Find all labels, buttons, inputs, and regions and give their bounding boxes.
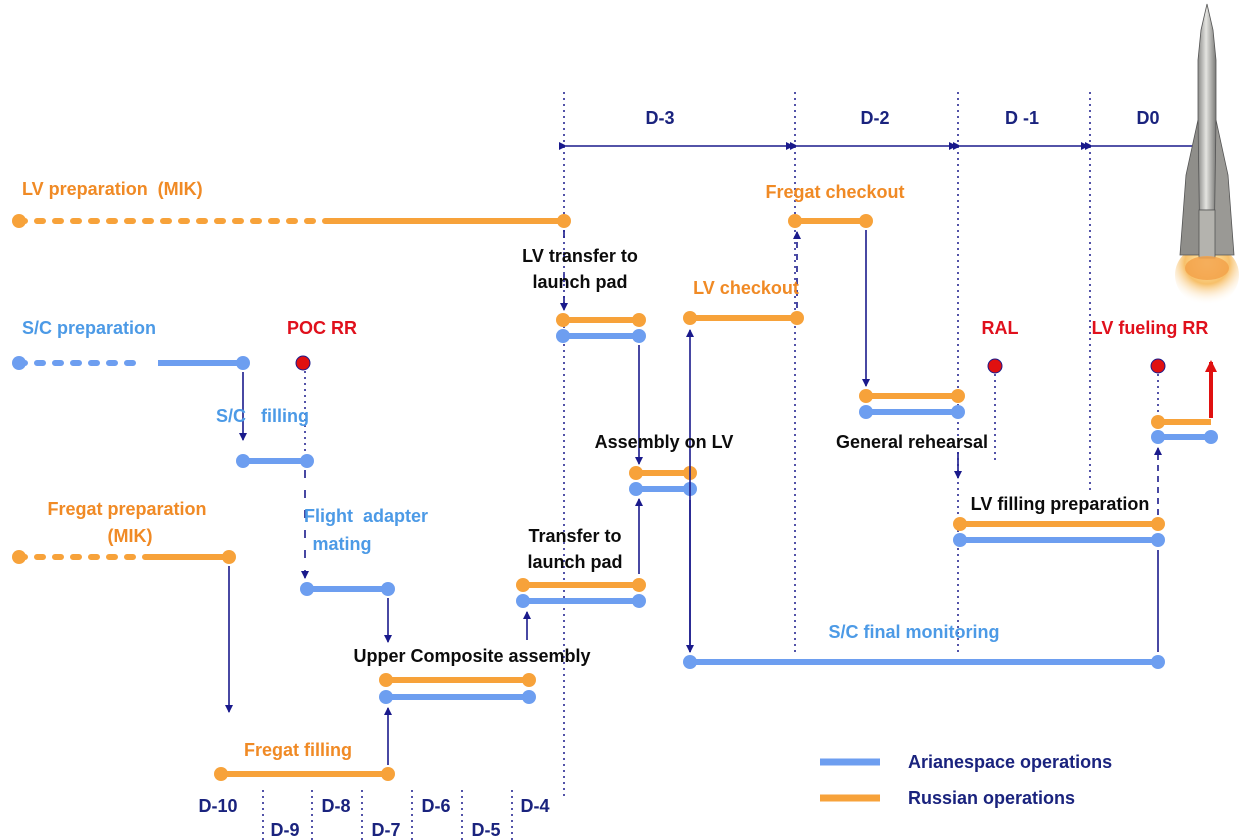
endpoint-dot xyxy=(381,582,395,596)
lv-preparation-label: LV preparation (MIK) xyxy=(22,179,203,199)
lv-fueling-rr-label: LV fueling RR xyxy=(1092,318,1209,338)
legend-arianespace-label: Arianespace operations xyxy=(908,752,1112,772)
endpoint-dot xyxy=(1151,655,1165,669)
endpoint-dot xyxy=(1151,517,1165,531)
fregat-checkout-label: Fregat checkout xyxy=(765,182,904,202)
endpoint-dot xyxy=(522,673,536,687)
endpoint-dot xyxy=(632,313,646,327)
endpoint-dot xyxy=(516,594,530,608)
endpoint-dot xyxy=(788,214,802,228)
transfer-label-line2: launch pad xyxy=(527,552,622,572)
legend-russian-label: Russian operations xyxy=(908,788,1075,808)
endpoint-dot xyxy=(556,313,570,327)
endpoint-dot xyxy=(683,311,697,325)
endpoint-dot xyxy=(632,578,646,592)
endpoint-dot xyxy=(859,214,873,228)
lv-checkout-label: LV checkout xyxy=(693,278,799,298)
endpoint-dot xyxy=(629,466,643,480)
endpoint-dot xyxy=(1151,430,1165,444)
flight-adapter-label-line2: mating xyxy=(312,534,371,554)
rocket-core-lower xyxy=(1198,209,1216,259)
day-label-d3: D-3 xyxy=(645,108,674,128)
rocket-body xyxy=(1197,3,1217,211)
endpoint-dot xyxy=(222,550,236,564)
general-rehearsal-label: General rehearsal xyxy=(836,432,988,452)
day-label-d9: D-9 xyxy=(270,820,299,840)
rocket-booster-right xyxy=(1213,119,1235,256)
transfer-label-line1: Transfer to xyxy=(528,526,621,546)
flow-arrows xyxy=(225,230,1162,765)
fregat-preparation-label-line2: (MIK) xyxy=(108,526,153,546)
endpoint-dot xyxy=(790,311,804,325)
endpoint-dot xyxy=(859,405,873,419)
endpoint-dot xyxy=(236,356,250,370)
endpoint-dot xyxy=(1151,415,1165,429)
endpoint-dot xyxy=(214,767,228,781)
rocket-booster-left xyxy=(1179,119,1201,256)
endpoint-dot xyxy=(522,690,536,704)
day-label-d6: D-6 xyxy=(421,796,450,816)
lv-transfer-label-line1: LV transfer to xyxy=(522,246,638,266)
endpoint-dot xyxy=(379,690,393,704)
endpoint-dot xyxy=(556,329,570,343)
endpoint-dot xyxy=(632,594,646,608)
assembly-on-lv-label: Assembly on LV xyxy=(595,432,734,452)
day-separators xyxy=(262,92,1159,840)
endpoint-dot xyxy=(953,533,967,547)
endpoint-dot xyxy=(1204,430,1218,444)
fregat-filling-label: Fregat filling xyxy=(244,740,352,760)
endpoint-dot xyxy=(1151,533,1165,547)
endpoint-dot xyxy=(236,454,250,468)
rocket-illustration xyxy=(1175,3,1239,305)
endpoint-dot xyxy=(12,550,26,564)
sc-filling-label: S/C filling xyxy=(216,406,309,426)
lv-filling-prep-label: LV filling preparation xyxy=(971,494,1150,514)
endpoint-dot xyxy=(951,405,965,419)
endpoint-dot xyxy=(381,767,395,781)
endpoint-dot xyxy=(859,389,873,403)
sc-final-monitoring-label: S/C final monitoring xyxy=(829,622,1000,642)
day-label-d7: D-7 xyxy=(371,820,400,840)
poc-rr-milestone-dot xyxy=(295,355,311,371)
endpoint-dot xyxy=(516,578,530,592)
endpoint-dot xyxy=(12,214,26,228)
flight-adapter-label-line1: Flight adapter xyxy=(304,506,428,526)
endpoint-dot xyxy=(951,389,965,403)
endpoint-dot xyxy=(953,517,967,531)
day-label-d2: D-2 xyxy=(860,108,889,128)
day-label-d4: D-4 xyxy=(520,796,549,816)
endpoint-dot xyxy=(300,454,314,468)
endpoint-dot xyxy=(557,214,571,228)
day-labels: D-3 D-2 D -1 D0 D-10 D-9 D-8 D-7 D-6 D-5… xyxy=(198,108,1159,840)
ral-label: RAL xyxy=(982,318,1019,338)
legend: Arianespace operations Russian operation… xyxy=(820,752,1112,808)
fregat-preparation-label-line1: Fregat preparation xyxy=(47,499,206,519)
endpoint-dot xyxy=(683,655,697,669)
day-label-d10: D-10 xyxy=(198,796,237,816)
lv-fueling-rr-milestone-dot xyxy=(1150,358,1166,374)
ral-milestone-dot xyxy=(987,358,1003,374)
day-label-d1: D -1 xyxy=(1005,108,1039,128)
day-label-d0: D0 xyxy=(1136,108,1159,128)
day-label-d5: D-5 xyxy=(471,820,500,840)
endpoint-dot xyxy=(379,673,393,687)
review-milestones xyxy=(295,355,1166,374)
bar-endpoints xyxy=(12,214,1218,781)
endpoint-dot xyxy=(629,482,643,496)
endpoint-dot xyxy=(300,582,314,596)
operation-bars xyxy=(16,218,1211,777)
lv-transfer-label-line2: launch pad xyxy=(532,272,627,292)
sc-preparation-label: S/C preparation xyxy=(22,318,156,338)
day-label-d8: D-8 xyxy=(321,796,350,816)
endpoint-dot xyxy=(12,356,26,370)
poc-rr-label: POC RR xyxy=(287,318,357,338)
upper-composite-label: Upper Composite assembly xyxy=(353,646,590,666)
rocket-flame xyxy=(1185,256,1229,280)
endpoint-dot xyxy=(632,329,646,343)
operation-labels: LV preparation (MIK) S/C preparation POC… xyxy=(22,179,1208,760)
